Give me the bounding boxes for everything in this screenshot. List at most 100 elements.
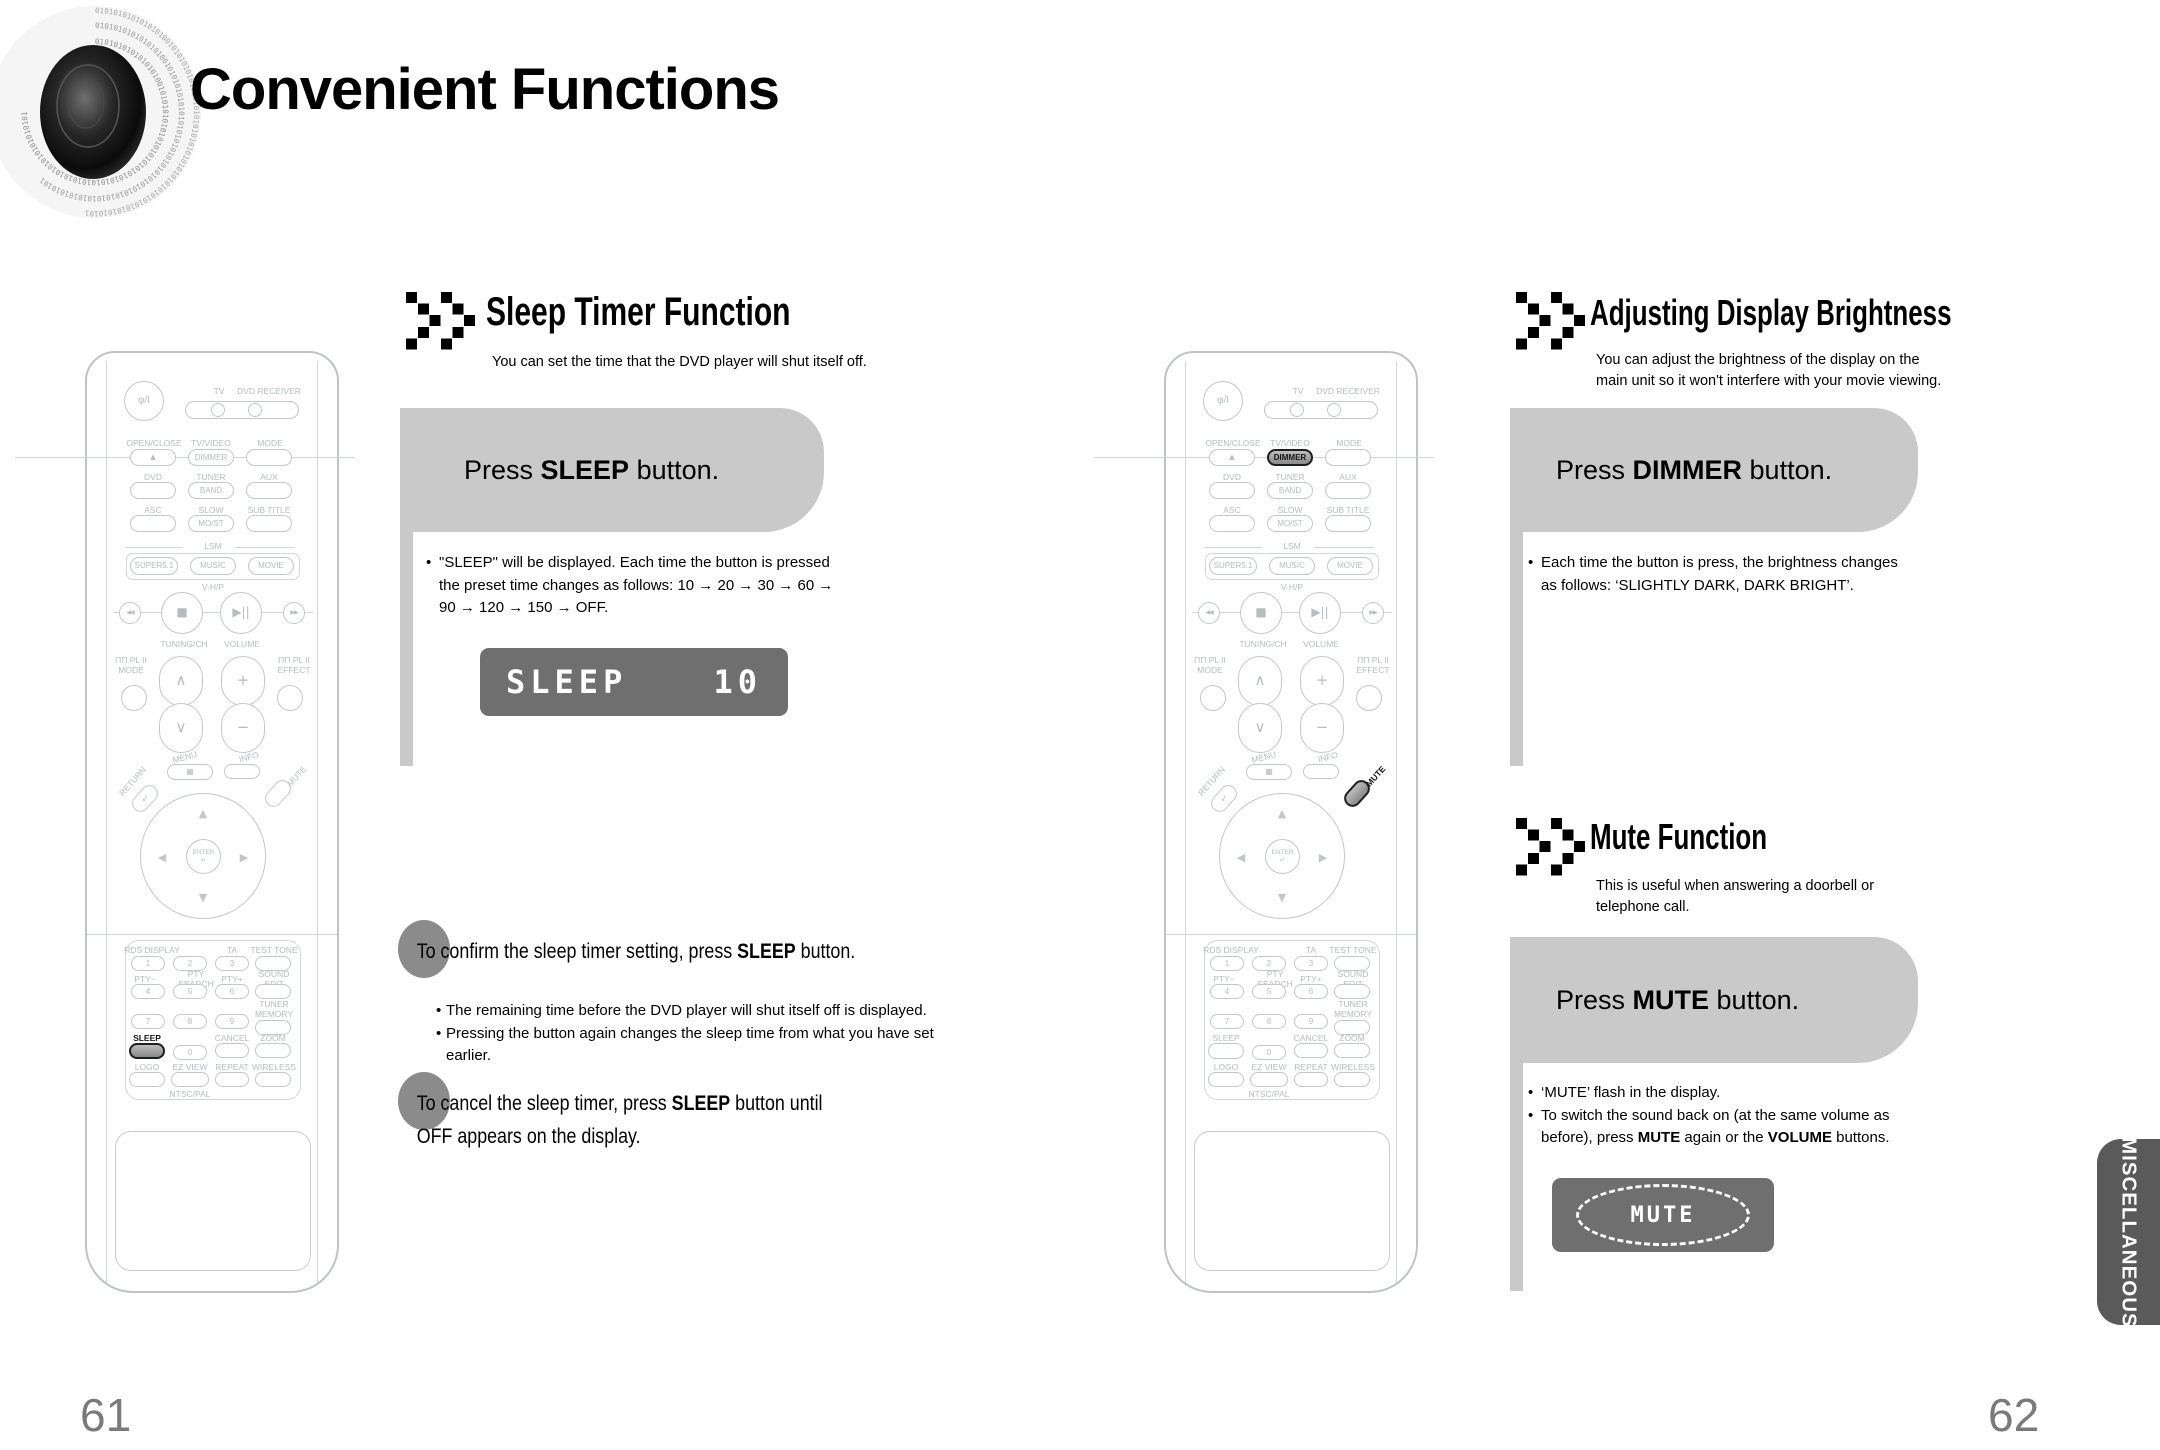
remote-pill: 3 [1294,956,1328,971]
info-button [1303,764,1339,779]
bullet-dot: • [1528,1106,1534,1124]
remote-label: EZ VIEW [172,1061,208,1072]
remote-label: LOGO [134,1061,160,1072]
confirm-callout: To confirm the sleep timer setting, pres… [398,920,1180,978]
remote-label: MODE [1336,437,1362,448]
sleep-heading: Sleep Timer Function [486,290,791,334]
callout-circle [398,1072,450,1130]
remote-line [106,361,107,1283]
remote-pill [1325,482,1371,499]
mode-button [1325,449,1371,466]
enter-button: ENTER ↵ [1265,839,1300,874]
remote-label: WIRELESS [252,1061,296,1072]
remote-pill [246,482,292,499]
remote-pill: 7 [1210,1014,1244,1029]
remote-label: CANCEL [1293,1032,1329,1043]
remote-line [1166,934,1416,935]
remote-label: RDS DISPLAY [1203,944,1259,955]
remote-pill: MUSIC [1269,557,1315,575]
remote-pill: 3 [215,956,249,971]
remote-line [317,361,318,1283]
remote-pill [130,515,176,532]
remote-label: TV/VIDEO [191,437,231,448]
tuning-down-button: ∨ [1238,703,1282,753]
remote-label: REPEAT [215,1061,249,1072]
remote-circle [1327,403,1341,417]
remote-label: PTY+ [1300,973,1322,984]
remote-rect [115,1131,311,1271]
sleep-step-text: Press SLEEP button. [464,454,720,485]
remote-pill [185,401,299,419]
page-number-right: 62 [1988,1389,2040,1441]
cancel-text: To cancel the sleep timer, press SLEEP b… [416,1092,823,1148]
remote-label: TV [213,385,225,396]
remote-pill: 8 [1252,1014,1286,1029]
sleep-subtitle: You can set the time that the DVD player… [492,354,867,370]
remote-pill [1209,515,1255,532]
confirm-text: To confirm the sleep timer setting, pres… [416,940,856,963]
volume-up-button: + [1300,656,1344,706]
remote-pill [255,956,291,971]
remote-glyph: ▼ [1277,890,1287,904]
mute-step-text: Press MUTE button. [1556,984,1800,1015]
remote-label: MODE [257,437,283,448]
mute-display-burst: MUTE [1576,1184,1750,1246]
remote-label: VOLUME [1303,638,1339,649]
info-button [224,764,260,779]
remote-label: LSM [1283,540,1301,551]
section-strip [1510,532,1523,766]
remote-line [1396,361,1397,1283]
remote-pill [255,984,291,999]
remote-line [15,457,355,458]
remote-pill: MO/ST [188,515,234,532]
remote-circle [211,403,225,417]
remote-label: PTY− [1213,973,1235,984]
remote-sleep-label: SLEEP [133,1032,161,1043]
tuning-up-button: ∧ [1238,656,1282,706]
remote-pill: 2 [173,956,207,971]
remote-label: ZOOM [1339,1032,1365,1043]
tuner-memory-button [255,1020,291,1035]
remote-label: TUNING/CH [160,638,208,649]
remote-line [113,612,313,613]
remote-pill: 5 [173,984,207,999]
remote-circle [1200,685,1226,711]
remote-label: SUB TITLE [1326,504,1370,515]
remote-label: TUNER MEMORY [254,999,294,1019]
remote-pill: 1 [131,956,165,971]
remote-label: SLOW [1277,504,1303,515]
sleep-button [1208,1043,1244,1059]
remote-line [1314,547,1374,548]
remote-pill: MUSIC [190,557,236,575]
remote-pill [1250,1072,1288,1087]
mode-button [246,449,292,466]
bullet-dot: • [1528,554,1534,571]
remote-pill: SUPER5.1 [1209,557,1257,575]
remote-label: OPEN/CLOSE [1205,437,1261,448]
next-button: ▶▶ [1362,602,1384,624]
dpad [140,793,266,919]
sleep-display-value: 10 [713,663,762,701]
volume-down-button: − [221,703,265,753]
remote-glyph: ◀ [1236,850,1246,864]
remote-label: ZOOM [260,1032,286,1043]
remote-label: LOGO [1213,1061,1239,1072]
remote-label: TUNER MEMORY [1333,999,1373,1019]
open-close-button: ▲ [1209,449,1255,466]
checker-icon [406,292,476,350]
remote-label: ΠΠ PL II EFFECT [277,655,311,675]
checker-icon [1516,292,1586,350]
callout-circle [398,920,450,978]
remote-pill: MOVIE [248,557,294,575]
mute-display: MUTE [1552,1178,1774,1252]
menu-button: ▦ [1246,764,1292,780]
remote-label: REPEAT [1294,1061,1328,1072]
remote-pill [215,1072,249,1087]
remote-glyph: ◀ [157,850,167,864]
volume-down-button: − [1300,703,1344,753]
remote-pill: 1 [1210,956,1244,971]
dimmer-button: DIMMER [188,449,234,466]
remote-line [1192,612,1392,613]
